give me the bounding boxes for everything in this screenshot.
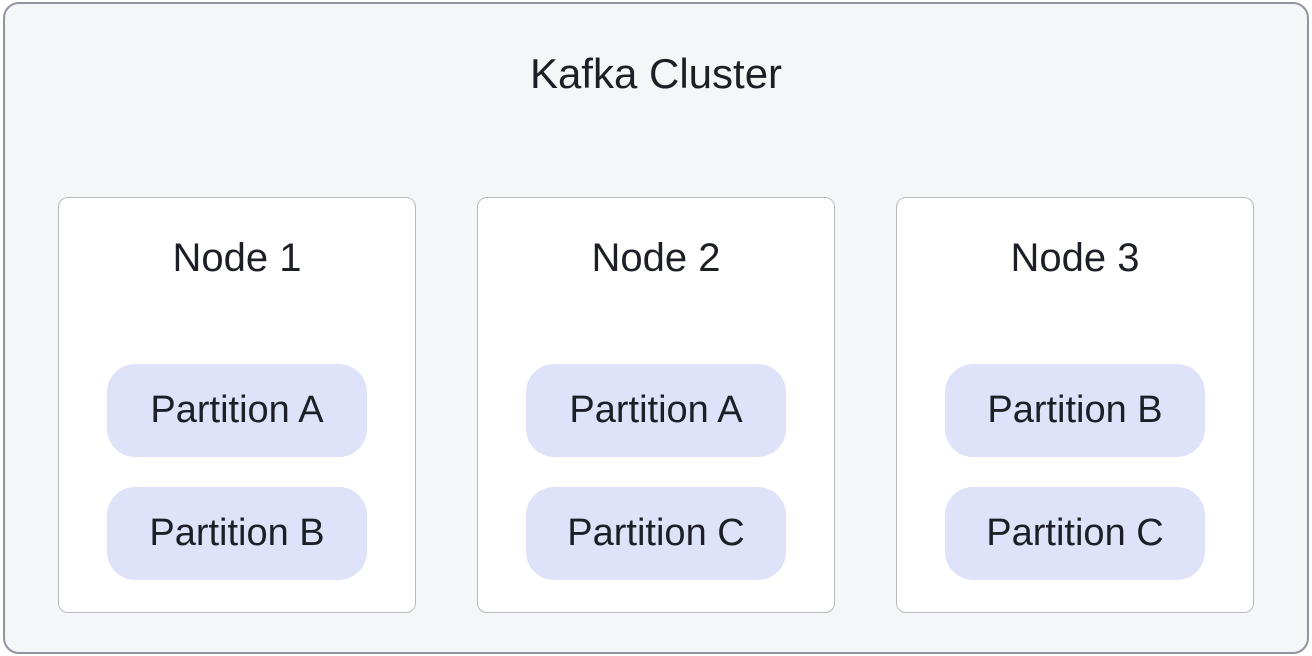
node-card-3: Node 3 Partition B Partition C	[896, 197, 1254, 613]
node-1-title: Node 1	[172, 236, 302, 280]
node-2-partitions: Partition A Partition C	[526, 364, 786, 580]
node-card-2: Node 2 Partition A Partition C	[477, 197, 835, 613]
node-2-partition-a: Partition A	[526, 364, 786, 457]
node-3-title: Node 3	[1010, 236, 1140, 280]
node-1-partition-b: Partition B	[107, 487, 367, 580]
node-3-partition-c: Partition C	[945, 487, 1205, 580]
kafka-cluster-container: Kafka Cluster Node 1 Partition A Partiti…	[3, 2, 1309, 654]
node-1-partitions: Partition A Partition B	[107, 364, 367, 580]
node-1-partition-a: Partition A	[107, 364, 367, 457]
node-2-title: Node 2	[591, 236, 721, 280]
node-3-partition-b: Partition B	[945, 364, 1205, 457]
cluster-title: Kafka Cluster	[529, 50, 783, 97]
nodes-row: Node 1 Partition A Partition B Node 2 Pa…	[5, 197, 1307, 613]
node-2-partition-c: Partition C	[526, 487, 786, 580]
node-3-partitions: Partition B Partition C	[945, 364, 1205, 580]
node-card-1: Node 1 Partition A Partition B	[58, 197, 416, 613]
